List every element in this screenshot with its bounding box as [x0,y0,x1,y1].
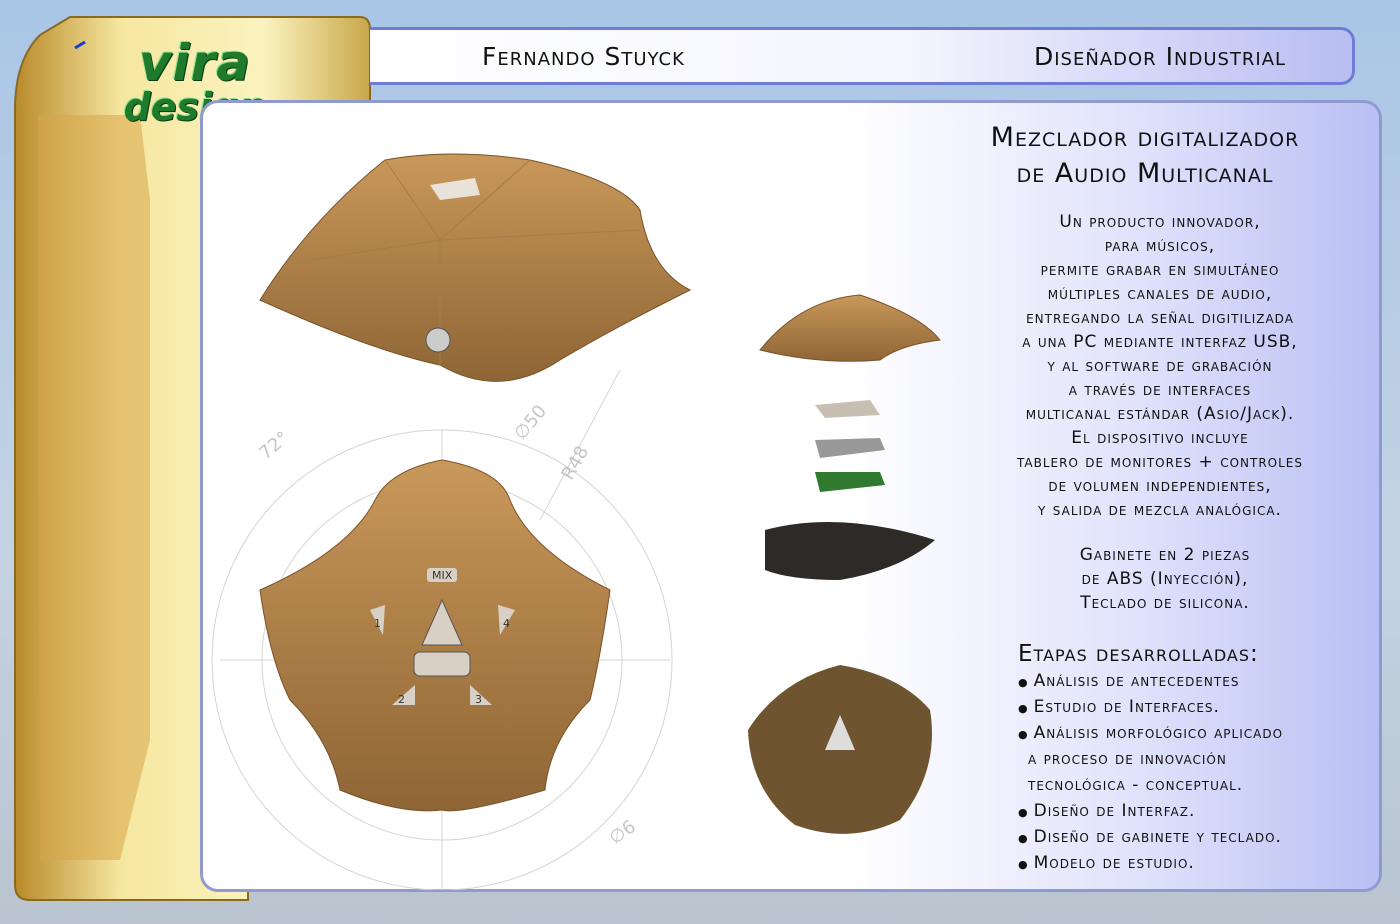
perspective-render [259,153,692,382]
description-line: tablero de monitores + controles [1017,452,1303,472]
product-description: Un producto innovador, para músicos, per… [960,210,1360,522]
key-3: 3 [475,693,482,706]
key-2: 2 [398,693,405,706]
top-view-render: MIX 1 4 2 3 [259,459,611,812]
product-illustrations: 72° ∅50 R48 ∅6 MIX 1 4 2 3 [211,153,941,890]
stage-item: Diseño de gabinete y teclado. [1018,825,1358,851]
description-line: y salida de mezcla analógica. [1038,500,1282,520]
description-line: Un producto innovador, [1059,212,1261,232]
stage-item-continuation: a proceso de innovación [1028,749,1227,769]
key-4: 4 [503,617,510,630]
materials-line: Teclado de silicona. [1080,593,1250,613]
description-line: para músicos, [1104,236,1216,256]
angle-dimension: 72° [255,427,293,464]
description-line: El dispositivo incluye [1071,428,1249,448]
stages-section: Etapas desarrolladas: Análisis de antece… [1018,641,1358,877]
logo-line1: vira [138,34,252,92]
stage-item: Análisis de antecedentes [1018,669,1358,695]
description-line: entregando la señal digitilizada [1026,308,1294,328]
stages-list: Análisis de antecedentes Estudio de Inte… [1018,669,1358,877]
stage-item: Análisis morfológico aplicado [1018,721,1358,747]
exploded-view [759,294,941,580]
key-mix: MIX [432,569,453,582]
designer-role: Diseñador Industrial [1034,42,1287,71]
stages-heading: Etapas desarrolladas: [1018,641,1259,667]
stage-item: Estudio de Interfaces. [1018,695,1358,721]
description-line: a través de interfaces [1068,380,1252,400]
description-line: a una PC mediante interfaz USB, [1022,332,1298,352]
key-1: 1 [374,617,381,630]
product-title: Mezclador digitalizador de Audio Multica… [940,120,1350,192]
materials-description: Gabinete en 2 piezas de ABS (Inyección),… [990,543,1340,615]
description-line: de volumen independientes, [1048,476,1272,496]
designer-name: Fernando Stuyck [482,42,685,71]
header-bar: Fernando Stuyck Diseñador Industrial [370,27,1355,85]
materials-line: Gabinete en 2 piezas [1079,545,1251,565]
stage-item: Diseño de Interfaz. [1018,799,1358,825]
stage-item: Modelo de estudio. [1018,851,1358,877]
description-line: múltiples canales de audio, [1047,284,1273,304]
title-line2: de Audio Multicanal [1016,158,1274,189]
stage-item-continuation: tecnológica - conceptual. [1028,775,1244,795]
materials-line: de ABS (Inyección), [1081,569,1249,589]
title-line1: Mezclador digitalizador [990,122,1300,153]
description-line: permite grabar en simultáneo [1040,260,1280,280]
description-line: multicanal estándar (Asio/Jack). [1025,404,1295,424]
description-line: y al software de grabación [1047,356,1273,376]
diameter-dimension-6: ∅6 [605,816,639,849]
diameter-dimension-50: ∅50 [510,401,551,444]
physical-model-photo [748,665,932,834]
